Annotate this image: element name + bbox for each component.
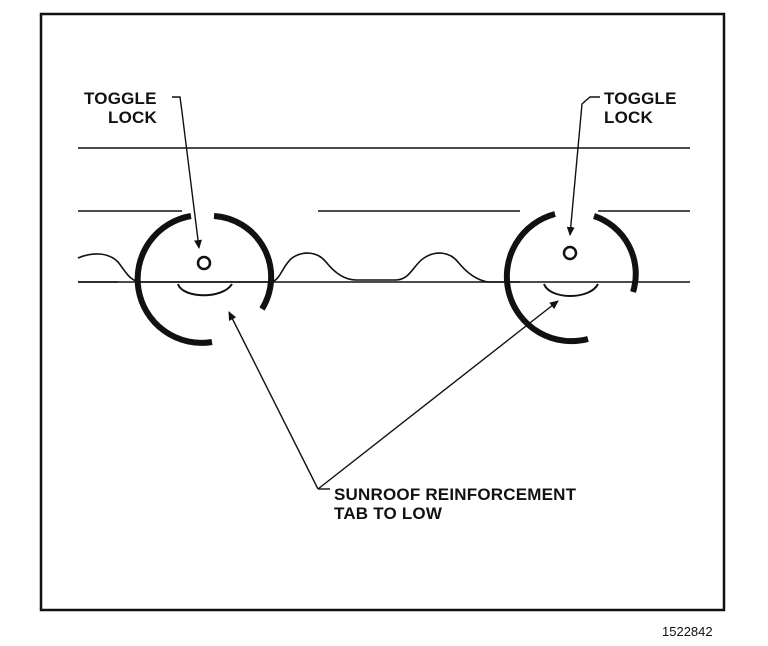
reinforcement-tab-left [177,283,233,297]
toggle-lock-left-ring-upper [213,213,275,311]
toggle-lock-right-label-line2: LOCK [604,108,653,127]
toggle-lock-right-ring-upper [592,213,639,293]
reinforcement-tab-right [543,283,599,297]
toggle-lock-left-ring [134,213,213,346]
reinforcement-leader-right [317,300,559,490]
toggle-lock-right-leader [566,96,600,236]
toggle-lock-left-label: TOGGLE LOCK [84,89,157,127]
toggle-lock-left-stud [196,255,212,271]
reinforcement-tab-label-line2: TAB TO LOW [334,504,443,523]
toggle-lock-left-label-line1: TOGGLE [84,89,157,108]
toggle-lock-left-label-line2: LOCK [108,108,157,127]
toggle-lock-right-label-line1: TOGGLE [604,89,677,108]
reinforcement-tab-label-line1: SUNROOF REINFORCEMENT [334,485,577,504]
toggle-lock-left-leader [172,96,202,249]
toggle-lock-right [503,211,639,345]
toggle-lock-right-ring [503,211,589,345]
toggle-lock-right-stud [562,245,578,261]
figure-id: 1522842 [662,624,713,639]
figure-border [39,12,726,612]
reinforcement-leaders [228,300,559,490]
toggle-lock-left [134,213,275,346]
toggle-lock-leaders [172,96,600,249]
reinforcement-tab-label: SUNROOF REINFORCEMENT TAB TO LOW [334,485,576,523]
toggle-lock-right-label: TOGGLE LOCK [604,89,677,127]
roof-panel-lines [77,147,690,283]
